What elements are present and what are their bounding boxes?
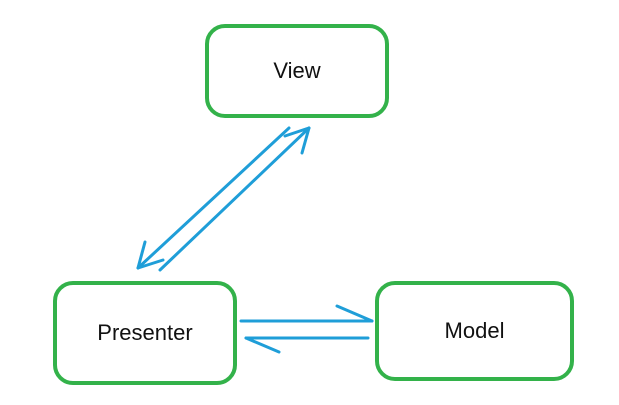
model-node: Model <box>375 281 574 381</box>
view-node: View <box>205 24 389 118</box>
arrow-presenter-to-model <box>239 304 374 323</box>
view-label: View <box>273 58 321 83</box>
arrow-view-to-presenter <box>136 126 291 270</box>
model-label: Model <box>444 318 505 343</box>
presenter-label: Presenter <box>97 320 193 345</box>
presenter-node: Presenter <box>53 281 237 385</box>
arrow-model-to-presenter <box>244 336 370 354</box>
arrow-presenter-to-view <box>158 126 311 272</box>
